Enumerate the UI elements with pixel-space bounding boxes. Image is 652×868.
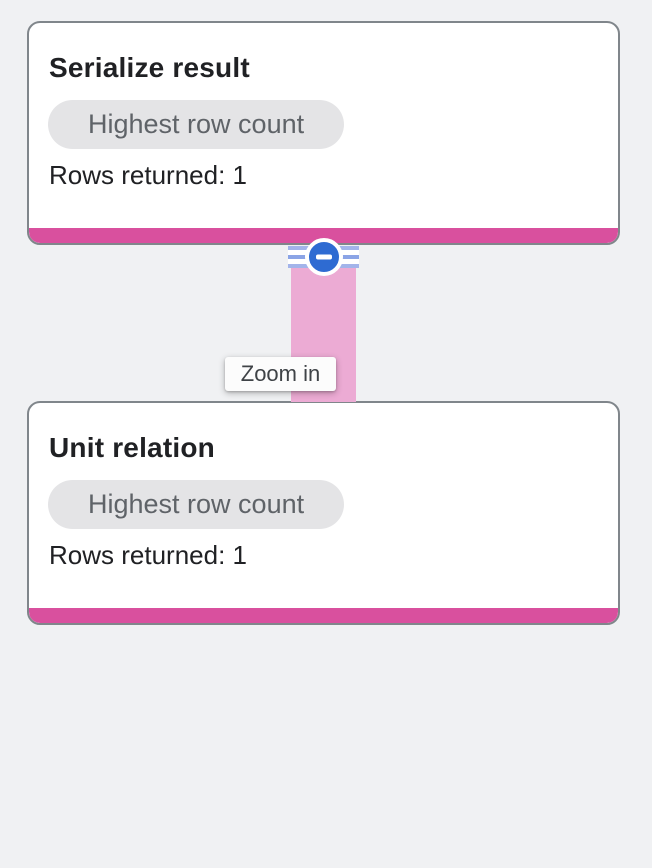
node-accent-bar: [29, 228, 618, 243]
zoom-in-tooltip: Zoom in: [225, 357, 336, 391]
node-accent-bar: [29, 608, 618, 623]
highest-row-count-badge: Highest row count: [48, 100, 345, 149]
node-title: Serialize result: [49, 52, 250, 83]
rows-returned-label: Rows returned: 1: [49, 540, 247, 570]
node-title: Unit relation: [49, 432, 215, 463]
node-unit-relation[interactable]: Unit relation Highest row count Rows ret…: [27, 401, 620, 625]
collapse-edge-button[interactable]: [305, 238, 343, 276]
rows-returned-label: Rows returned: 1: [49, 160, 247, 190]
highest-row-count-badge: Highest row count: [48, 480, 345, 529]
minus-icon: [316, 254, 332, 260]
node-serialize-result[interactable]: Serialize result Highest row count Rows …: [27, 21, 620, 245]
